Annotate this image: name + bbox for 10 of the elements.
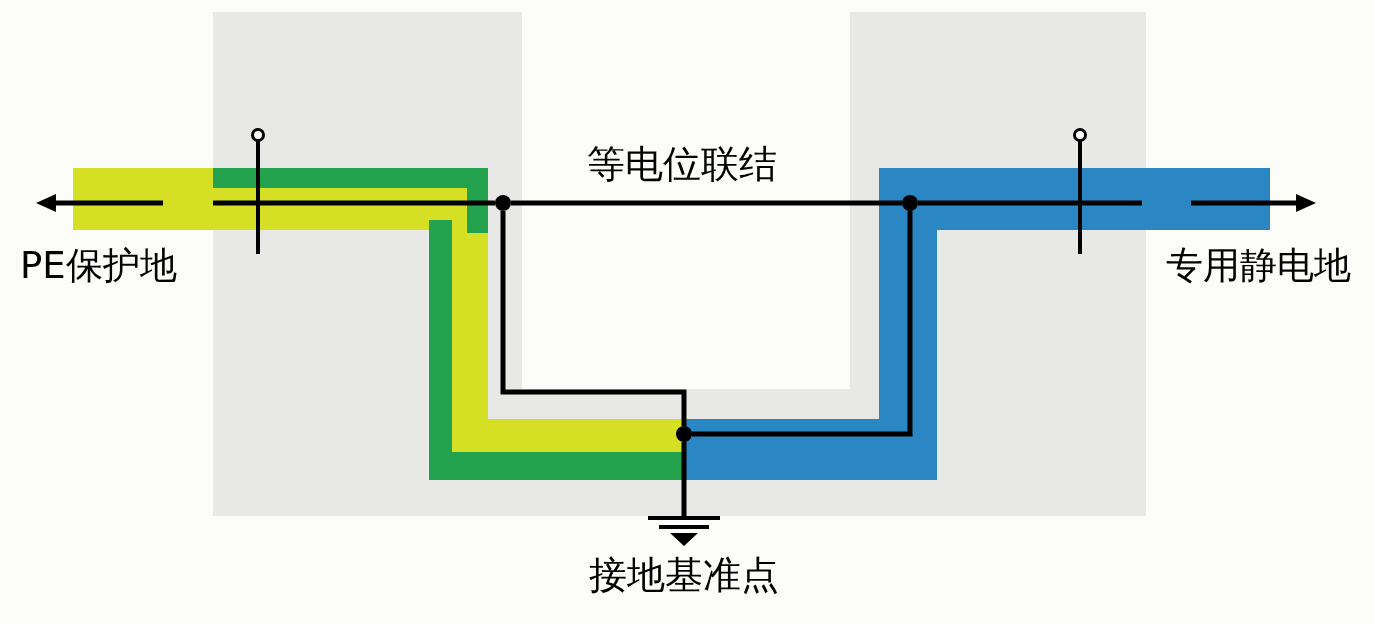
connector-line bbox=[692, 211, 913, 437]
text-label: PE保护地 bbox=[20, 245, 177, 288]
text-label: 专用静电地 bbox=[1166, 245, 1351, 288]
connector-line bbox=[681, 442, 687, 516]
node-label: 接地基准点 bbox=[589, 554, 779, 598]
edge-label: 等电位联结 bbox=[587, 143, 777, 187]
arrow bbox=[36, 194, 498, 212]
arrow bbox=[915, 194, 1316, 212]
connector-line bbox=[500, 211, 687, 426]
connector-line bbox=[511, 200, 902, 206]
